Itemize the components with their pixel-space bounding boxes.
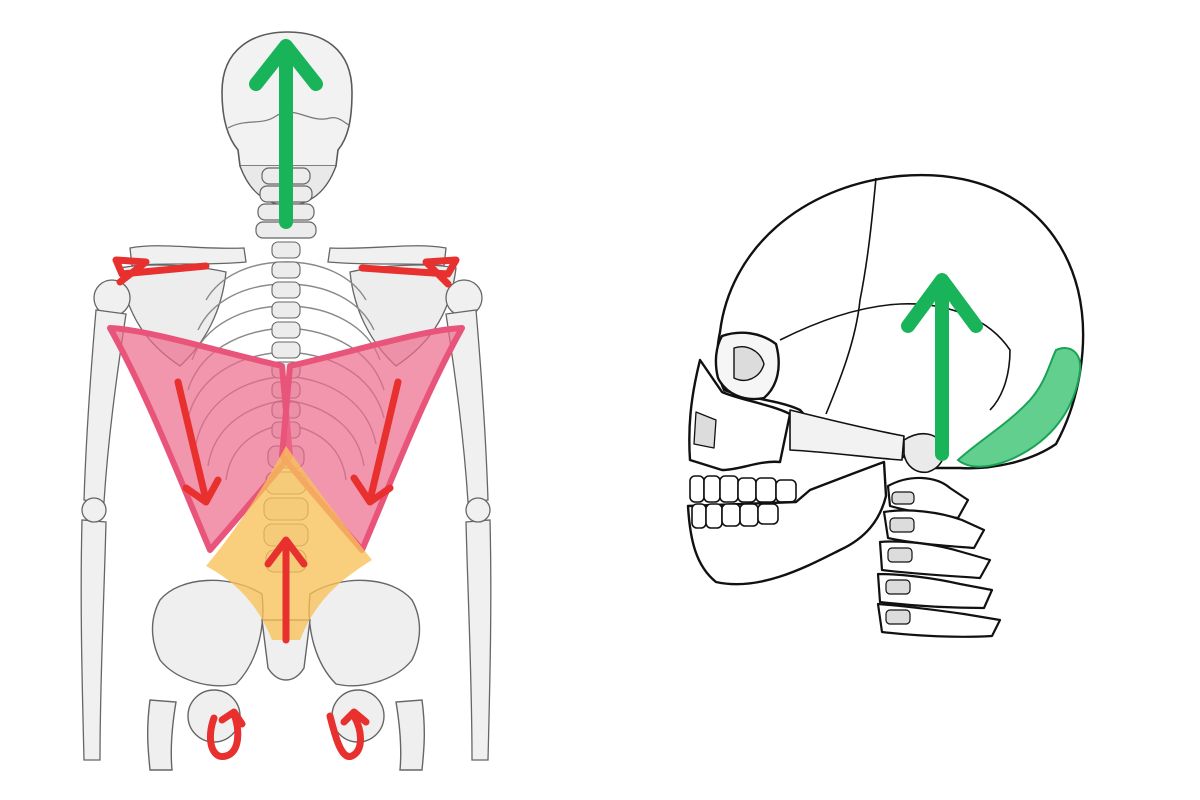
downward-arrow-icon <box>182 476 222 506</box>
downward-arrow-icon <box>366 378 402 504</box>
upward-arrow-icon <box>264 536 308 568</box>
downward-arrow-icon <box>174 378 210 504</box>
upward-arrow-icon <box>249 39 323 91</box>
green-upward-arrow-right <box>901 273 983 461</box>
curved-arrow-icon <box>112 256 210 286</box>
occipital-highlight <box>956 347 1082 468</box>
curved-arrow-icon <box>218 708 246 728</box>
curved-arrow-icon <box>358 256 460 288</box>
lateral-skull <box>686 173 1085 586</box>
cervical-vertebrae-lateral <box>876 476 1002 638</box>
arms <box>80 309 492 761</box>
upward-arrow-icon <box>901 273 983 333</box>
curved-arrow-icon <box>340 708 370 726</box>
shoulder-girdle <box>93 245 483 367</box>
curved-arrow-icon <box>207 710 242 760</box>
green-upward-arrow-left <box>249 39 323 229</box>
downward-arrow-icon <box>350 474 394 506</box>
red-force-arrows <box>112 256 460 760</box>
curved-arrow-icon <box>326 712 364 760</box>
latissimus-dorsi-highlight <box>107 325 465 553</box>
